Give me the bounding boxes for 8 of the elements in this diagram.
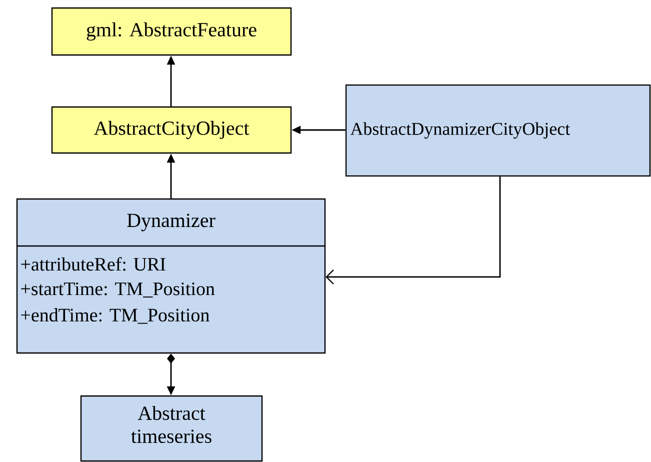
class-box: AbstractCityObject — [51, 106, 292, 154]
attribute-text: +attributeRef: URI — [21, 257, 166, 271]
arrow — [326, 176, 501, 284]
class-box: Abstract timeseries — [80, 395, 263, 462]
class-box: AbstractDynamizerCityObject — [345, 84, 651, 177]
class-box: gml: AbstractFeature — [51, 7, 292, 56]
attribute-text: +startTime: TM_Position — [21, 282, 215, 298]
attribute-text: +endTime: TM_Position — [21, 308, 210, 324]
